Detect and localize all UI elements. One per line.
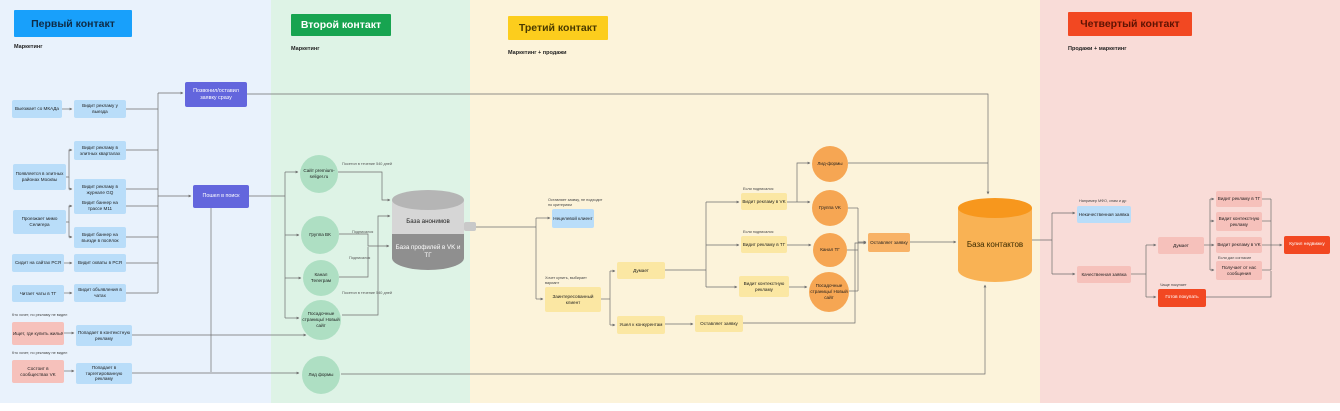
node-landing-pages[interactable]: Посадочные страницы/ Новый сайт <box>301 300 341 340</box>
node-elite-districts[interactable]: Появляется в элитных районах Москвы <box>13 164 66 190</box>
node-went-searching[interactable]: Пошел в поиск <box>193 185 249 208</box>
section-header-second[interactable]: Второй контакт <box>291 14 391 36</box>
node-exits-mkad[interactable]: Выезжает со МКАДа <box>12 100 62 118</box>
node-passes-seliger[interactable]: Проезжает мимо Селигера <box>13 210 66 234</box>
node-leaves-request[interactable]: Оставляет заявку <box>868 233 910 252</box>
db-connector-stub <box>464 222 476 231</box>
node-sees-context-ad-2[interactable]: Видит контекстную рекламу <box>1216 212 1262 231</box>
node-banner-m11[interactable]: Видит баннер на трассе М11 <box>74 198 126 214</box>
node-vk-communities[interactable]: Состоит в сообществах VK <box>12 360 64 383</box>
node-context-ad[interactable]: Попадает в контекстную рекламу <box>76 325 132 346</box>
node-ready-to-buy[interactable]: Готов покупать <box>1158 289 1206 307</box>
section-subtitle-second: Маркетинг <box>291 46 320 52</box>
node-sees-tg-ad[interactable]: Видит рекламу в ТГ <box>741 236 787 253</box>
node-leaves-request-low[interactable]: Оставляет заявку <box>695 315 743 332</box>
node-chat-ads[interactable]: Видит объявления в чатах <box>74 284 126 302</box>
node-rsya-reach[interactable]: Видит охваты в РСЯ <box>74 254 126 272</box>
section-header-fourth[interactable]: Четвертый контакт <box>1068 12 1192 36</box>
section-header-third[interactable]: Третий контакт <box>508 16 608 40</box>
section-subtitle-fourth: Продажи + маркетинг <box>1068 46 1127 52</box>
contacts-db-top-ellipse <box>958 198 1032 218</box>
contacts-db-label: База контактов <box>966 240 1024 249</box>
caption-wants-housing: Кто хочет, но рекламу не видел <box>12 313 68 317</box>
node-bought[interactable]: Купил недвижку <box>1284 236 1330 254</box>
caption-ready-to-buy: Чаще покупает <box>1160 283 1187 287</box>
node-target-ad[interactable]: Попадает в таргетированную рекламу <box>76 363 132 384</box>
node-contacts-db[interactable]: База контактов <box>958 198 1032 282</box>
contacts-db-body: База контактов <box>958 208 1032 282</box>
node-ad-magazine[interactable]: Видит рекламу в журнале GQ <box>74 179 126 200</box>
node-competitors[interactable]: Ушел к конкурентам <box>617 316 665 334</box>
node-called-immediately[interactable]: Позвонил/оставил заявку сразу <box>185 82 247 107</box>
caption-nontarget: Оставляет заявку, не подходит по критери… <box>548 198 603 207</box>
node-landing-pages-2[interactable]: Посадочные страницы/ Новый сайт <box>809 272 849 312</box>
node-anon-profiles-db[interactable]: База анонимов База профилей в VK и ТГ <box>392 190 464 270</box>
node-nontarget-client[interactable]: Нецелевой клиент <box>552 209 594 228</box>
node-sees-tg-ad-2[interactable]: Видит рекламу в ТГ <box>1216 191 1262 207</box>
node-rsya-sites[interactable]: Сидит на сайтах РСЯ <box>12 254 64 272</box>
node-gets-messages[interactable]: Получает от нас сообщения <box>1216 261 1262 280</box>
node-wants-housing[interactable]: Ищет, где купить жильё <box>12 322 64 345</box>
caption-if-subscribed-vk: Если подписался <box>743 187 774 191</box>
edge-label-visited-540-site: Посетил в течение 540 дней <box>342 162 393 166</box>
caption-gets-messages: Если дал согласие <box>1218 256 1252 260</box>
node-sees-vk-ad[interactable]: Видит рекламу в VK <box>741 193 787 210</box>
section-subtitle-third: Маркетинг + продажи <box>508 50 567 56</box>
section-fourth-contact <box>1040 0 1340 403</box>
caption-if-subscribed-tg: Если подписался <box>743 230 774 234</box>
caption-bad-lead: Например МФО, спам и др <box>1079 199 1127 203</box>
node-ad-exit[interactable]: Видит рекламу у выезда <box>74 100 126 118</box>
node-vk-group[interactable]: Группа ВК <box>301 216 339 254</box>
db-body: База анонимов База профилей в VK и ТГ <box>392 200 464 270</box>
section-subtitle-first: Маркетинг <box>14 44 43 50</box>
node-bad-lead[interactable]: Некачественная заявка <box>1077 206 1131 223</box>
db-profiles-label: База профилей в VK и ТГ <box>392 234 464 270</box>
db-top-ellipse <box>392 190 464 210</box>
node-lead-forms-2[interactable]: Лид-формы <box>812 146 848 182</box>
node-thinks-2[interactable]: Думает <box>1158 237 1204 254</box>
node-site[interactable]: Сайт premium-seliger.ru <box>300 155 338 193</box>
node-sees-vk-ad-2[interactable]: Видит рекламу в VK <box>1216 237 1262 253</box>
node-thinks[interactable]: Думает <box>617 262 665 279</box>
edge-label-visited-540-landing: Посетил в течение 540 дней <box>342 291 393 295</box>
edge-label-subscribed-vk: Подписался <box>352 230 374 234</box>
node-lead-forms[interactable]: Лид формы <box>302 356 340 394</box>
node-ad-elite-quarters[interactable]: Видит рекламу в элитных кварталах <box>74 141 126 160</box>
node-banner-village[interactable]: Видит баннер на въезде в посёлок <box>74 227 126 248</box>
node-tg-channel-2[interactable]: Канал ТГ <box>813 233 847 267</box>
edge-label-subscribed-tg: Подписался <box>349 256 371 260</box>
node-tg-channel[interactable]: Канал Телеграм <box>303 260 339 296</box>
node-good-lead[interactable]: Качественная заявка <box>1077 266 1131 283</box>
caption-vk-communities: Кто хочет, но рекламу не видел <box>12 351 68 355</box>
node-interested-client[interactable]: Заинтересованный клиент <box>545 287 601 312</box>
node-reads-chats[interactable]: Читает чаты в ТГ <box>12 285 64 302</box>
node-sees-context-ad[interactable]: Видит контекстную рекламу <box>739 276 789 297</box>
section-header-first[interactable]: Первый контакт <box>14 10 132 37</box>
node-vk-group-2[interactable]: Группа VK <box>812 190 848 226</box>
caption-interested: Хочет купить, выбирает вариант <box>545 276 587 285</box>
